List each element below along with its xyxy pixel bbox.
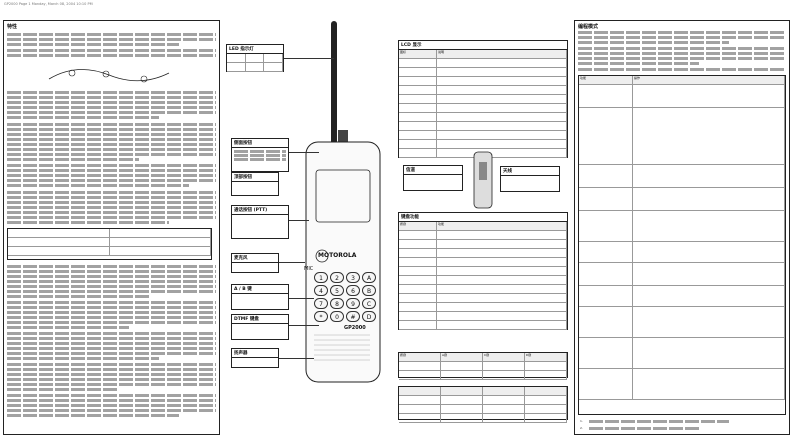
leader-line — [289, 220, 309, 221]
sub-col-d: D键 — [525, 353, 567, 361]
note-2: 2. — [580, 426, 583, 430]
key-4[interactable]: 4 — [314, 285, 328, 296]
lcd-col-icon: 图标 — [399, 50, 437, 58]
speaker-label: 扬声器 — [232, 349, 278, 358]
keypad-col-key: 按键 — [399, 222, 437, 230]
leader-line — [279, 262, 305, 263]
top-button-annotation: 顶部按钮 — [231, 172, 279, 196]
side-button-label: 侧面按钮 — [232, 139, 288, 148]
radio-illustration: MOTOROLA GP2000 MIC 1 2 3 A 4 5 6 B 7 8 … — [290, 20, 410, 420]
channel-label: 信道 — [404, 166, 462, 175]
prog-col-function: 功能 — [579, 76, 633, 84]
key-b[interactable]: B — [362, 285, 376, 296]
note-1: 1. — [580, 419, 583, 423]
mic-text: MIC — [304, 266, 314, 272]
key-hash[interactable]: # — [346, 311, 360, 322]
right-programming-panel: 编程模式 功能操作 1. 2. — [574, 20, 790, 435]
key-a[interactable]: A — [362, 272, 376, 283]
led-table-title: LED 指示灯 — [227, 45, 283, 54]
sub-col-a: A键 — [441, 353, 483, 361]
side-view-outline — [473, 151, 493, 209]
right-panel-title: 编程模式 — [578, 24, 599, 30]
note-1-text — [589, 420, 729, 423]
left-panel-title: 特性 — [7, 24, 18, 30]
left-table — [7, 228, 212, 260]
keypad-col-func: 功能 — [437, 222, 567, 230]
leader-line — [289, 325, 319, 326]
mic-annotation: 麦克风 — [231, 253, 279, 273]
ptt-annotation: 通话按钮 (PTT) — [231, 205, 289, 239]
programming-table: 功能操作 — [578, 75, 786, 415]
key-7[interactable]: 7 — [314, 298, 328, 309]
ptt-label: 通话按钮 (PTT) — [232, 206, 288, 215]
leader-line — [284, 58, 334, 59]
dtmf-label: DTMF 键盘 — [232, 315, 288, 324]
keypad-table-title: 键盘功能 — [399, 213, 567, 222]
radio-model: GP2000 — [344, 325, 366, 331]
note-2-text — [589, 427, 699, 430]
led-table: LED 指示灯 — [226, 44, 284, 72]
key-5[interactable]: 5 — [330, 285, 344, 296]
keypad: 1 2 3 A 4 5 6 B 7 8 9 C * 0 # D — [314, 272, 386, 328]
radio-side-view — [468, 150, 498, 210]
key-c[interactable]: C — [362, 298, 376, 309]
key-0[interactable]: 0 — [330, 311, 344, 322]
left-text-panel: 特性 — [3, 20, 220, 435]
leader-line — [289, 298, 314, 299]
features-diagram — [44, 65, 194, 85]
key-6[interactable]: 6 — [346, 285, 360, 296]
rf-annotation: 天线 — [500, 166, 560, 192]
key-8[interactable]: 8 — [330, 298, 344, 309]
keypad-function-table: 键盘功能 按键功能 — [398, 212, 568, 330]
leader-line — [279, 358, 314, 359]
key-d[interactable]: D — [362, 311, 376, 322]
crop-header: GP2000 Page 1 Monday, March 08, 2004 10:… — [4, 2, 93, 6]
prog-col-operation: 操作 — [633, 76, 785, 84]
rf-label: 天线 — [501, 167, 559, 176]
sub-col-key: 按键 — [399, 353, 441, 361]
leader-line — [289, 152, 319, 153]
channel-annotation: 信道 — [403, 165, 463, 191]
key-2[interactable]: 2 — [330, 272, 344, 283]
key-3[interactable]: 3 — [346, 272, 360, 283]
sub-col-c: C键 — [483, 353, 525, 361]
radio-brand: MOTOROLA — [318, 252, 357, 259]
radio-outline — [305, 21, 381, 383]
key-1[interactable]: 1 — [314, 272, 328, 283]
mic-label: 麦克风 — [232, 254, 278, 263]
key-9[interactable]: 9 — [346, 298, 360, 309]
key-star[interactable]: * — [314, 311, 328, 322]
a-b-label: A / B 键 — [232, 285, 288, 294]
side-button-annotation: 侧面按钮 — [231, 138, 289, 172]
sub-table-2 — [398, 386, 568, 423]
wave-diagram — [48, 69, 170, 83]
lcd-display-title: LCD 显示 — [399, 41, 567, 50]
speaker-annotation: 扬声器 — [231, 348, 279, 368]
dtmf-annotation: DTMF 键盘 — [231, 314, 289, 340]
lcd-col-desc: 说明 — [437, 50, 567, 58]
top-button-label: 顶部按钮 — [232, 173, 278, 182]
lcd-display-table: LCD 显示 图标说明 — [398, 40, 568, 158]
a-b-annotation: A / B 键 — [231, 284, 289, 310]
